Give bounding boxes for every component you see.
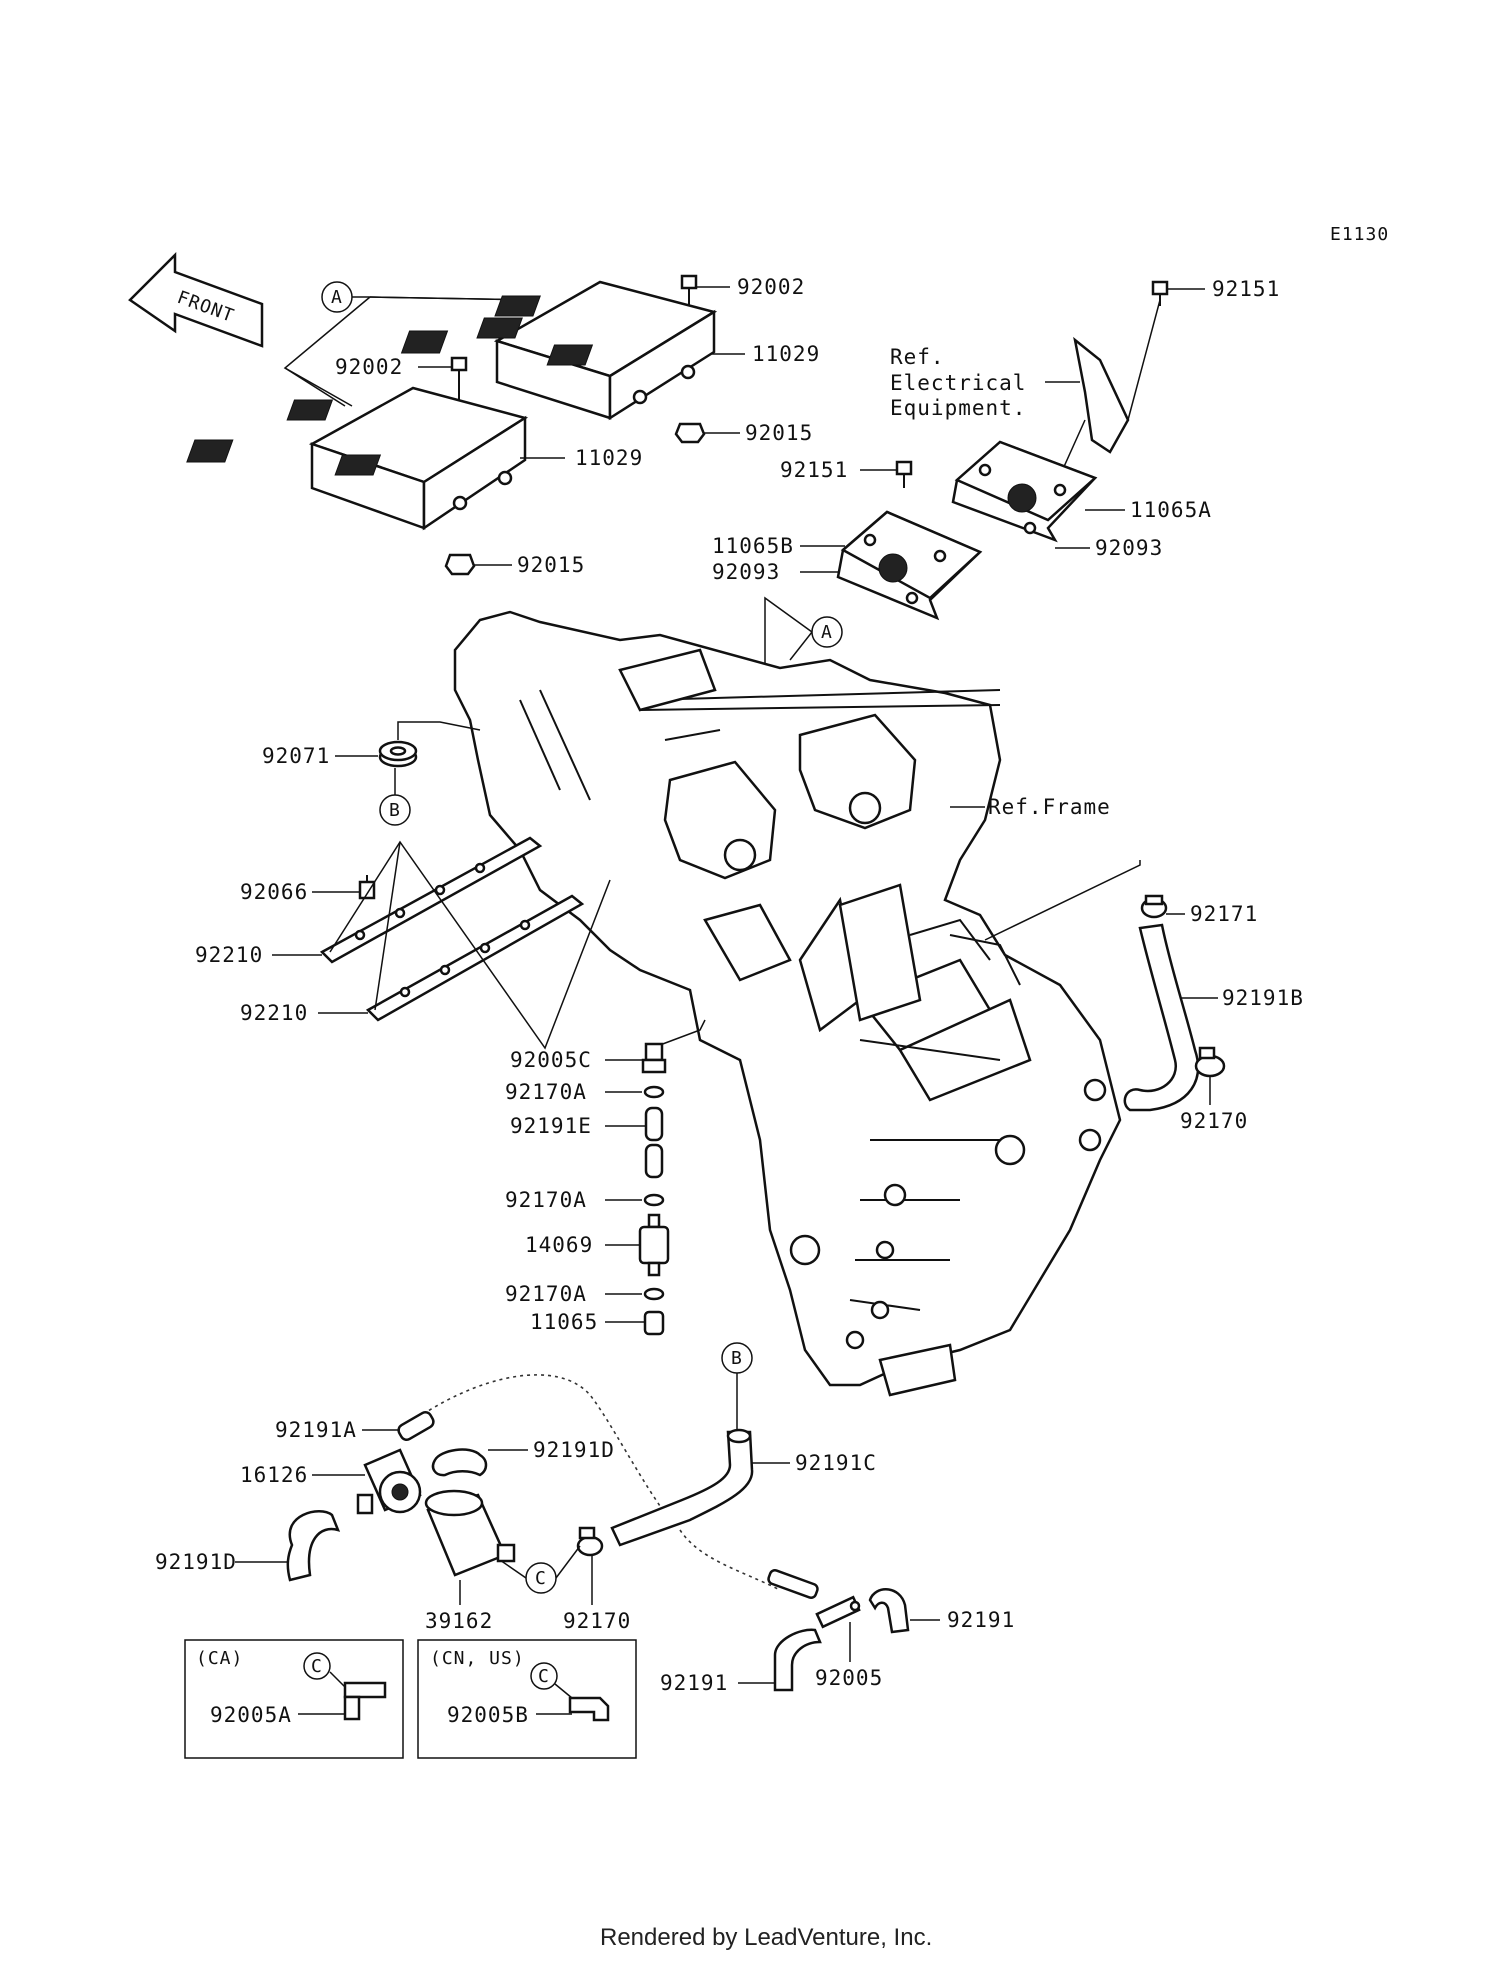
variant-cn-us-part: 92005B bbox=[447, 1703, 529, 1727]
label-92191d-left: 92191D bbox=[155, 1550, 237, 1574]
label-92005c: 92005C bbox=[510, 1048, 592, 1072]
bolt-92002-left-icon bbox=[450, 356, 468, 400]
hose-92191-small-part bbox=[767, 1569, 819, 1599]
bolt-92002-top-icon bbox=[680, 274, 698, 306]
ref-electrical-line2: Electrical bbox=[890, 371, 1026, 395]
label-92210-a: 92210 bbox=[195, 943, 263, 967]
ref-frame: Ref.Frame bbox=[988, 795, 1111, 819]
clamp-92170a-1-icon bbox=[643, 1085, 665, 1099]
label-92191-left: 92191 bbox=[660, 1671, 728, 1695]
label-92093-left: 92093 bbox=[712, 560, 780, 584]
ecu-left-part bbox=[186, 386, 529, 531]
svg-text:C: C bbox=[538, 1666, 549, 1687]
label-11029-left: 11029 bbox=[575, 446, 643, 470]
fitting-92005-icon bbox=[815, 1595, 861, 1629]
label-16126: 16126 bbox=[240, 1463, 308, 1487]
svg-text:B: B bbox=[731, 1348, 742, 1369]
hose-92191-left-part bbox=[773, 1628, 822, 1692]
callout-b-lower: B bbox=[721, 1342, 753, 1430]
diagram-code: E1130 bbox=[1330, 224, 1389, 245]
fitting-92005b-icon bbox=[568, 1696, 610, 1722]
damper-11065a-part bbox=[951, 440, 1098, 543]
hose-92191b-part bbox=[1123, 923, 1200, 1112]
label-11065: 11065 bbox=[530, 1310, 598, 1334]
callout-a-top: A bbox=[283, 281, 534, 407]
callout-c: C bbox=[499, 1545, 581, 1594]
bolt-92151-top-icon bbox=[1151, 280, 1169, 306]
bolt-92066-icon bbox=[358, 875, 376, 900]
label-92191b: 92191B bbox=[1222, 986, 1304, 1010]
label-92191e: 92191E bbox=[510, 1114, 592, 1138]
main-frame-part bbox=[453, 610, 1122, 1397]
clamp-92170-bottom-icon bbox=[576, 1526, 604, 1557]
svg-text:A: A bbox=[821, 622, 832, 643]
clamp-92171-icon bbox=[1140, 894, 1168, 919]
svg-text:A: A bbox=[331, 287, 342, 308]
valve-16126-part bbox=[356, 1448, 422, 1515]
label-92191c: 92191C bbox=[795, 1451, 877, 1475]
ref-electrical-line1: Ref. bbox=[890, 345, 945, 369]
variant-cn-us-title: (CN, US) bbox=[430, 1648, 525, 1669]
hose-92191e-part bbox=[644, 1106, 664, 1179]
footer-credit: Rendered by LeadVenture, Inc. bbox=[600, 1924, 932, 1951]
nut-92015-left-icon bbox=[444, 553, 476, 576]
bolt-92151-mid-icon bbox=[895, 460, 913, 488]
label-92002-top: 92002 bbox=[737, 275, 805, 299]
label-92015-left: 92015 bbox=[517, 553, 585, 577]
label-92066: 92066 bbox=[240, 880, 308, 904]
label-92191d-top: 92191D bbox=[533, 1438, 615, 1462]
label-92002-left: 92002 bbox=[335, 355, 403, 379]
front-arrow-icon: FRONT bbox=[128, 251, 264, 348]
svg-text:C: C bbox=[311, 1656, 322, 1677]
canister-39162-part bbox=[424, 1489, 516, 1577]
label-92170-right: 92170 bbox=[1180, 1109, 1248, 1133]
label-11029-top: 11029 bbox=[752, 342, 820, 366]
label-92171: 92171 bbox=[1190, 902, 1258, 926]
variant-ca-title: (CA) bbox=[196, 1648, 243, 1669]
bracket-92210-b-part bbox=[365, 894, 585, 1022]
bracket-92210-a-part bbox=[319, 836, 543, 964]
label-92005: 92005 bbox=[815, 1666, 883, 1690]
label-92151-mid: 92151 bbox=[780, 458, 848, 482]
clamp-92170a-2-icon bbox=[643, 1193, 665, 1207]
hose-92191d-top-part bbox=[431, 1448, 488, 1477]
label-11065b: 11065B bbox=[712, 534, 794, 558]
ecu-top-part bbox=[400, 280, 718, 421]
filter-14069-part bbox=[638, 1213, 670, 1277]
clamp-92170-right-icon bbox=[1194, 1046, 1226, 1078]
variant-box-ca: (CA) C 92005A bbox=[184, 1639, 404, 1759]
damper-11065b-part bbox=[836, 510, 983, 621]
label-92093-right: 92093 bbox=[1095, 536, 1163, 560]
label-92210-b: 92210 bbox=[240, 1001, 308, 1025]
variant-box-cn-us: (CN, US) C 92005B bbox=[417, 1639, 637, 1759]
label-92170a-3: 92170A bbox=[505, 1282, 587, 1306]
ref-electrical-line3: Equipment. bbox=[890, 396, 1026, 420]
label-92170a-2: 92170A bbox=[505, 1188, 587, 1212]
variant-ca-part: 92005A bbox=[210, 1703, 292, 1727]
label-11065a: 11065A bbox=[1130, 498, 1212, 522]
label-92015-top: 92015 bbox=[745, 421, 813, 445]
hose-92191c-part bbox=[610, 1428, 754, 1547]
label-14069: 14069 bbox=[525, 1233, 593, 1257]
label-39162: 39162 bbox=[425, 1609, 493, 1633]
hose-92191d-left-part bbox=[286, 1510, 341, 1582]
nut-92015-top-icon bbox=[674, 422, 706, 444]
cap-11065-icon bbox=[643, 1310, 665, 1336]
hose-92191-right-part bbox=[868, 1588, 910, 1634]
callout-b-left: B bbox=[379, 768, 411, 826]
svg-text:B: B bbox=[389, 800, 400, 821]
hose-92191a-part bbox=[397, 1411, 435, 1441]
fitting-92005c-icon bbox=[641, 1042, 667, 1074]
svg-text:C: C bbox=[535, 1568, 546, 1589]
label-92191a: 92191A bbox=[275, 1418, 357, 1442]
label-92191-right: 92191 bbox=[947, 1608, 1015, 1632]
label-92170-bottom: 92170 bbox=[563, 1609, 631, 1633]
grommet-92071-icon bbox=[378, 740, 418, 768]
label-92170a-1: 92170A bbox=[505, 1080, 587, 1104]
label-92071: 92071 bbox=[262, 744, 330, 768]
clamp-92170a-3-icon bbox=[643, 1287, 665, 1301]
fitting-92005a-icon bbox=[343, 1681, 387, 1721]
label-92151-top: 92151 bbox=[1212, 277, 1280, 301]
